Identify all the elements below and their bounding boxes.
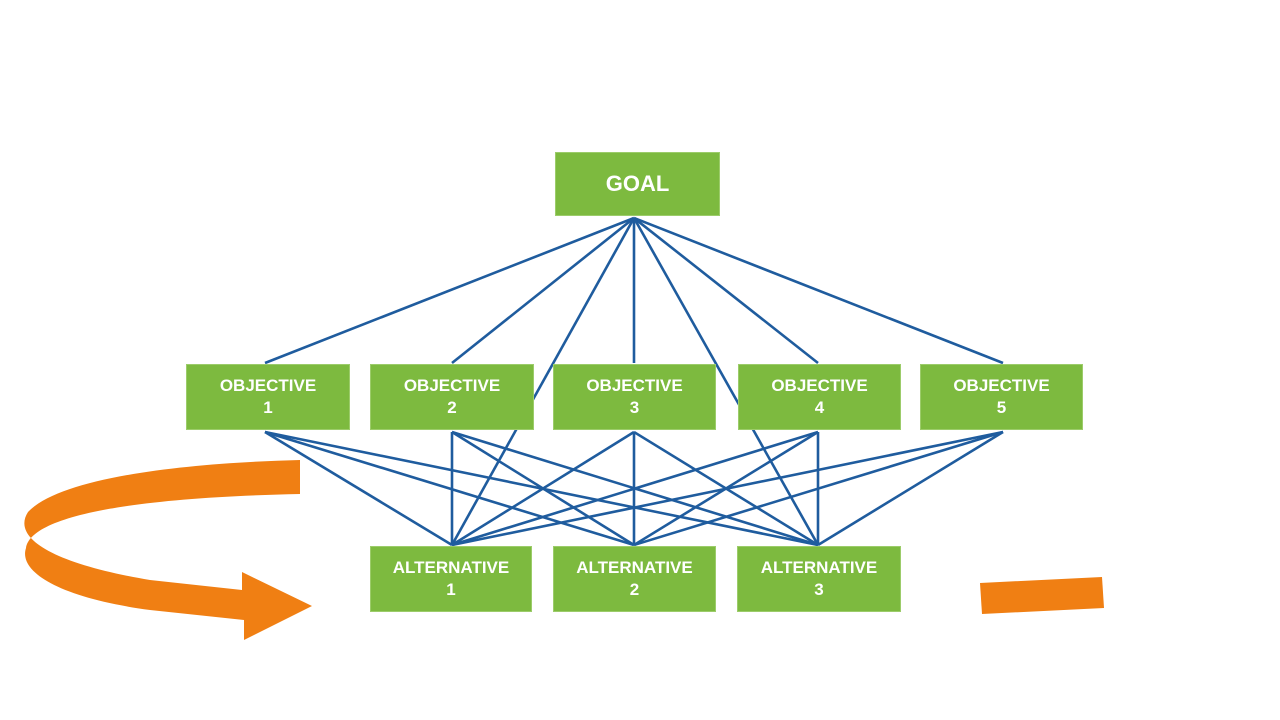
objective-label: OBJECTIVE [953,376,1050,395]
connector-goal-objective-5 [633,216,1004,365]
alternative-number: 1 [446,580,456,599]
connector-objective-1-alternative-1 [264,430,453,547]
goal-node: GOAL [555,152,720,216]
alternative-node-2: ALTERNATIVE 2 [553,546,716,612]
connector-goal-objective-2 [451,216,635,365]
alternative-label: ALTERNATIVE [392,558,510,577]
connector-goal-alternative-1 [450,217,636,546]
objective-node-2: OBJECTIVE 2 [370,364,534,430]
alternative-label: ALTERNATIVE [760,558,878,577]
objective-number: 3 [629,398,640,417]
connector-goal-objective-1 [264,216,635,365]
objective-label: OBJECTIVE [586,376,683,395]
objective-node-5: OBJECTIVE 5 [920,364,1083,430]
objective-node-1: OBJECTIVE 1 [186,364,350,430]
objective-number: 5 [996,398,1007,417]
connector-goal-alternative-3 [632,217,820,546]
alternative-node-3: ALTERNATIVE 3 [737,546,901,612]
orange-dash [980,577,1104,614]
alternative-number: 3 [814,580,824,599]
objective-node-4: OBJECTIVE 4 [738,364,901,430]
alternative-node-1: ALTERNATIVE 1 [370,546,532,612]
connector-objective-1-alternative-2 [264,430,635,547]
alternative-number: 2 [629,580,640,599]
objective-node-3: OBJECTIVE 3 [553,364,716,430]
curved-arrow-icon [24,460,313,640]
connector-objective-4-alternative-1 [451,430,819,547]
objective-label: OBJECTIVE [219,376,317,395]
objective-number: 2 [447,398,457,417]
alternative-label: ALTERNATIVE [576,558,693,577]
objective-number: 4 [814,398,825,417]
objective-label: OBJECTIVE [403,376,501,395]
objective-number: 1 [263,398,273,417]
connector-goal-objective-4 [633,216,819,365]
connector-objective-5-alternative-1 [451,430,1004,547]
connector-objective-5-alternative-3 [817,430,1004,547]
goal-label: GOAL [605,171,670,196]
objective-label: OBJECTIVE [771,376,868,395]
connector-objective-3-alternative-1 [451,430,635,547]
connector-lines [264,216,1004,547]
connector-objective-5-alternative-2 [633,430,1004,547]
